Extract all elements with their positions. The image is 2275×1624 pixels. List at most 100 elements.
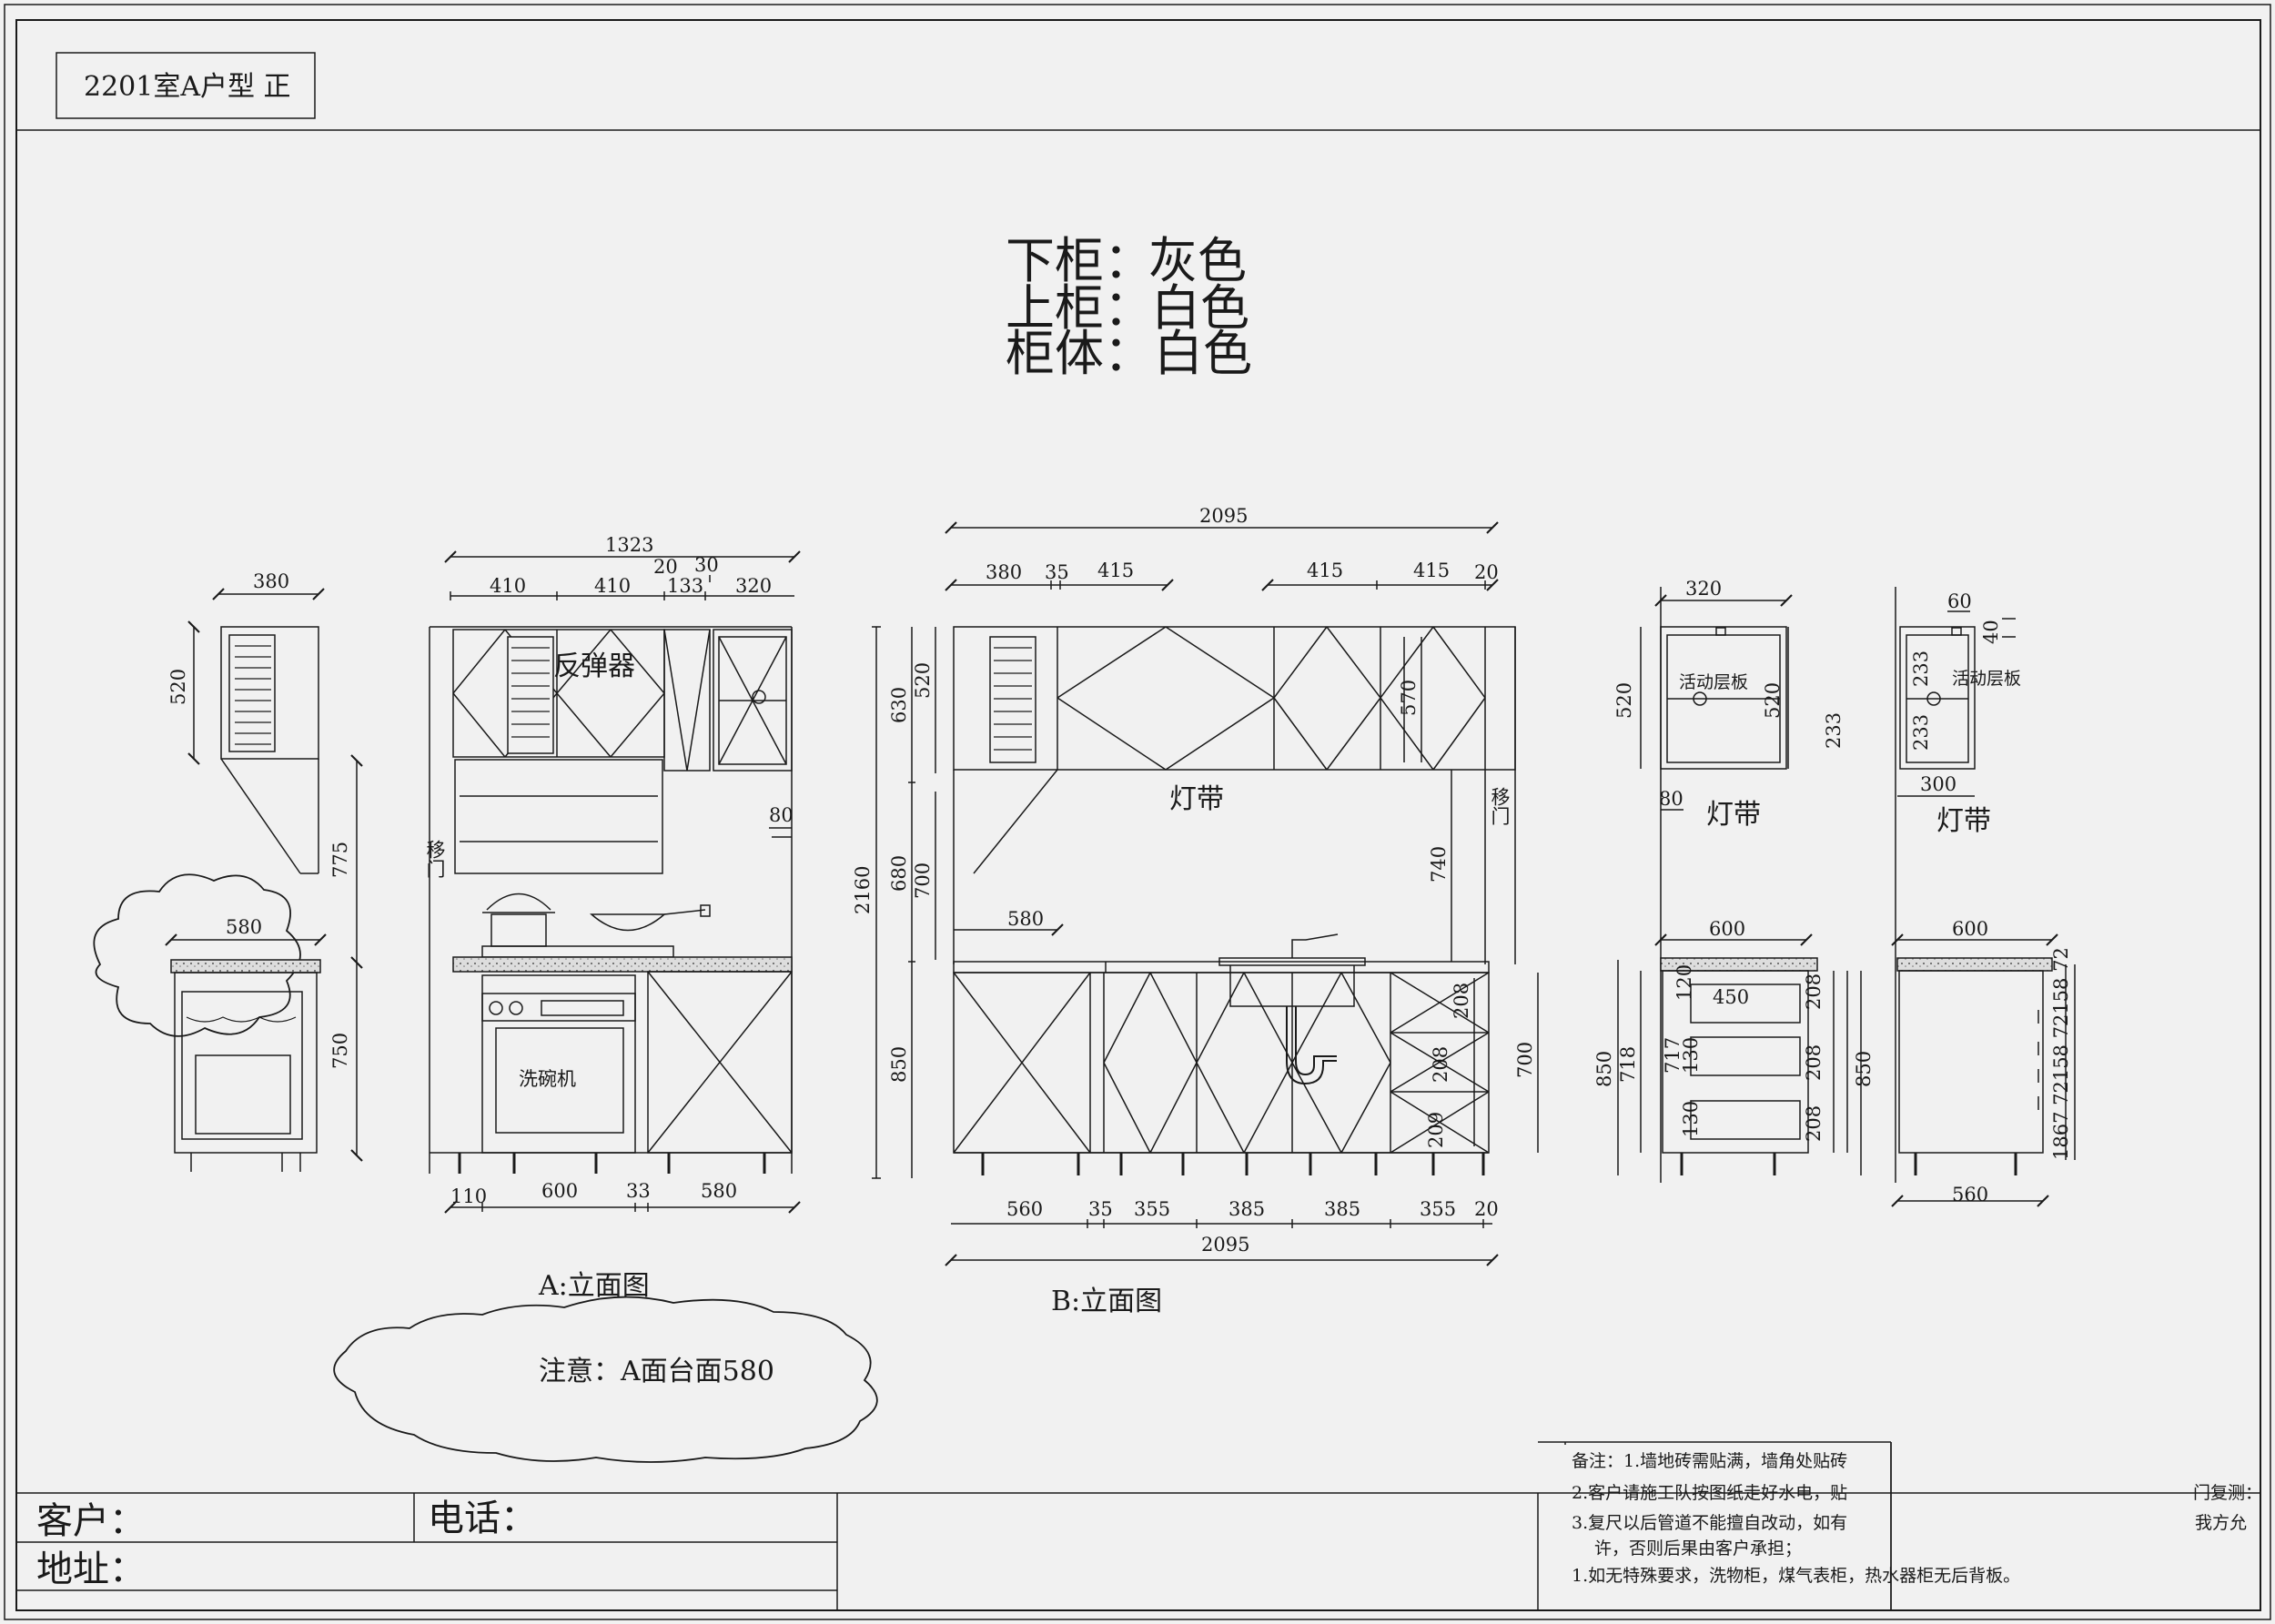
dim-520-b: 520 xyxy=(912,662,934,699)
remark-line-3: 3.复尺以后管道不能擅自改动，如有 xyxy=(1572,1513,1847,1533)
dim-133: 133 xyxy=(667,575,703,597)
dim-520-r1-left: 520 xyxy=(1613,682,1635,719)
dim-450-r1: 450 xyxy=(1713,986,1749,1008)
sliding-door-label-a: 移门 xyxy=(424,840,446,878)
dim-233-r2-b: 233 xyxy=(1910,714,1932,751)
elevation-a xyxy=(429,550,801,1214)
side-view-right-2 xyxy=(1891,587,2076,1207)
address-label: 地址： xyxy=(36,1548,146,1590)
dim-520-r1-right: 520 xyxy=(1762,682,1784,719)
dim-110: 110 xyxy=(450,1185,487,1207)
dim-208-r1-b: 208 xyxy=(1803,1044,1825,1081)
rebound-label: 反弹器 xyxy=(553,651,635,682)
dim-850-b: 850 xyxy=(888,1046,910,1083)
dim-600-r2: 600 xyxy=(1952,918,1988,940)
dim-33: 33 xyxy=(626,1180,651,1202)
dim-560-r2: 560 xyxy=(1952,1184,1988,1205)
dim-130-a-r1: 130 xyxy=(1680,1037,1702,1074)
title-block xyxy=(16,1441,2260,1610)
elevation-b-text: 2095 380 35 415 415 415 20 2160 630 520 … xyxy=(852,505,1536,1317)
dim-850-r1-left: 850 xyxy=(1593,1051,1615,1087)
dim-850-r1-right: 850 xyxy=(1853,1051,1875,1087)
dim-80: 80 xyxy=(769,804,794,826)
dim-208-r1-a: 208 xyxy=(1803,973,1825,1010)
dim-208-b: 208 xyxy=(1430,1046,1451,1083)
dishwasher-label: 洗碗机 xyxy=(519,1068,576,1090)
dim-2095-top: 2095 xyxy=(1199,505,1248,527)
dim-1323: 1323 xyxy=(605,534,653,556)
room-type-label: 2201室A户型 正 xyxy=(84,71,291,103)
dim-385-a: 385 xyxy=(1228,1198,1265,1220)
light-strip-label-r1: 灯带 xyxy=(1706,799,1761,831)
side-view-left xyxy=(93,588,363,1172)
dim-600-r1: 600 xyxy=(1709,918,1745,940)
dim-40-r2: 40 xyxy=(1980,620,2002,644)
light-strip-label-r2: 灯带 xyxy=(1936,805,1991,837)
dim-580: 580 xyxy=(226,916,262,938)
remark-line-1: 备注：1.墙地砖需贴满，墙角处贴砖 xyxy=(1572,1451,1847,1471)
dim-380-b: 380 xyxy=(986,561,1022,583)
dim-355-a: 355 xyxy=(1134,1198,1170,1220)
dim-2095-bottom: 2095 xyxy=(1201,1234,1249,1256)
dim-740: 740 xyxy=(1428,846,1450,883)
dim-410-a: 410 xyxy=(490,575,526,597)
dim-35-bottom: 35 xyxy=(1088,1198,1113,1220)
elevation-b xyxy=(872,521,1539,1266)
material-body-part: 柜体： xyxy=(1006,325,1153,382)
dim-410-b: 410 xyxy=(594,575,631,597)
dim-20: 20 xyxy=(653,556,678,578)
dim-320-r1: 320 xyxy=(1685,578,1722,600)
dim-stack-r2: 1867 72158 72158 72 xyxy=(2050,947,2072,1160)
remark-line-5: 1.如无特殊要求，洗物柜，煤气表柜，热水器柜无后背板。 xyxy=(1572,1566,2020,1586)
dim-300-r2: 300 xyxy=(1920,773,1956,795)
dim-600: 600 xyxy=(541,1180,578,1202)
dim-520: 520 xyxy=(167,669,189,705)
dim-233-r2-a: 233 xyxy=(1910,651,1932,687)
dim-320: 320 xyxy=(735,575,772,597)
dim-208-a: 208 xyxy=(1451,983,1472,1019)
dim-580-a: 580 xyxy=(701,1180,737,1202)
note-cloud: 注意：A面台面580 xyxy=(333,1296,878,1463)
side-view-right-1 xyxy=(1617,587,1862,1183)
dim-120-r1: 120 xyxy=(1673,964,1695,1001)
dim-355-b: 355 xyxy=(1420,1198,1456,1220)
phone-label: 电话： xyxy=(428,1498,537,1539)
dim-718-r1: 718 xyxy=(1617,1046,1639,1083)
dim-20-bottom: 20 xyxy=(1474,1198,1499,1220)
dim-130-b-r1: 130 xyxy=(1680,1101,1702,1137)
remark-line-2: 2.客户请施工队按图纸走好水电，贴 xyxy=(1572,1483,1847,1503)
dim-80-r1: 80 xyxy=(1659,788,1684,810)
dim-415-b: 415 xyxy=(1307,560,1343,581)
dim-580-b: 580 xyxy=(1007,908,1044,930)
dim-385-b: 385 xyxy=(1324,1198,1360,1220)
side-view-right-1-text: 320 520 活动层板 520 80 灯带 600 120 450 130 1… xyxy=(1593,578,1875,1142)
dim-717-r1: 717 xyxy=(1662,1037,1684,1074)
light-strip-label-b: 灯带 xyxy=(1169,783,1224,815)
dim-560-b: 560 xyxy=(1006,1198,1043,1220)
dim-415-a: 415 xyxy=(1097,560,1134,581)
dim-570: 570 xyxy=(1398,680,1420,716)
material-lower-color: 灰色 xyxy=(1148,232,1247,289)
material-upper-color: 白色 xyxy=(1151,279,1249,337)
dim-2160: 2160 xyxy=(852,866,874,914)
sheet-border xyxy=(4,4,2271,1620)
dim-680: 680 xyxy=(888,855,910,892)
dim-630: 630 xyxy=(888,687,910,723)
customer-label: 客户： xyxy=(36,1500,146,1542)
shelf-label-r1: 活动层板 xyxy=(1679,672,1748,692)
dim-60-r2: 60 xyxy=(1947,590,1972,612)
dim-20-b: 20 xyxy=(1474,561,1499,583)
note-cloud-text: 注意：A面台面580 xyxy=(539,1356,774,1387)
dim-380: 380 xyxy=(253,570,289,592)
header-box: 2201室A户型 正 xyxy=(56,52,316,119)
dim-415-c: 415 xyxy=(1413,560,1450,581)
material-body-color: 白色 xyxy=(1154,325,1252,382)
dim-700-right: 700 xyxy=(1514,1042,1536,1078)
materials-legend: 下柜： 灰色 上柜： 白色 柜体： 白色 xyxy=(1006,232,1252,382)
sliding-door-label-b: 移门 xyxy=(1489,787,1511,825)
dim-233-r2-side: 233 xyxy=(1823,712,1845,749)
dim-30: 30 xyxy=(694,554,719,576)
elevation-b-caption: B:立面图 xyxy=(1051,1286,1162,1317)
remark-line-4: 许，否则后果由客户承担； xyxy=(1594,1538,1802,1558)
